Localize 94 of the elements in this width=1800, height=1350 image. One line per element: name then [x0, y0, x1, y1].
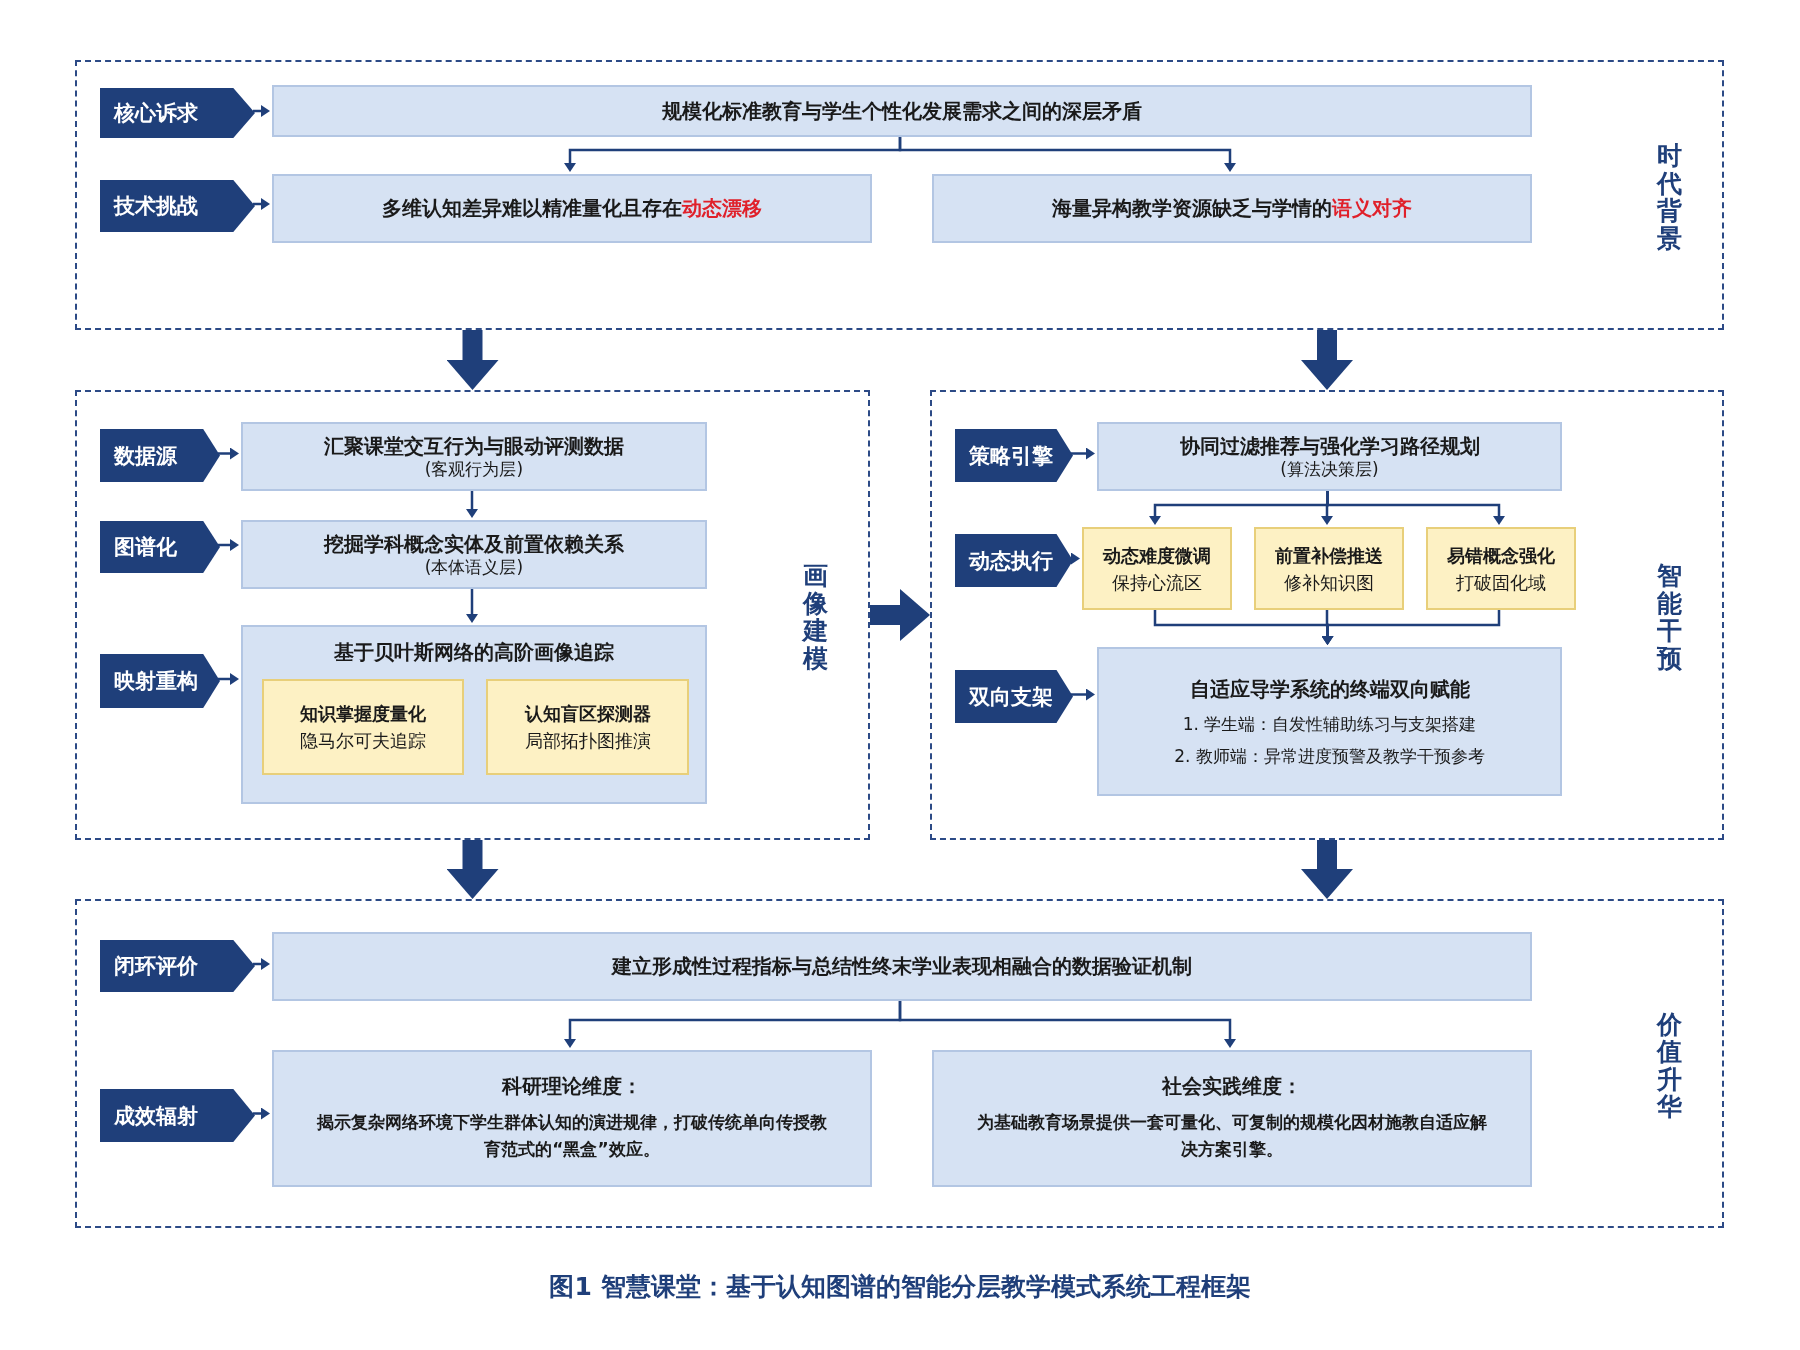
arrow [466, 587, 478, 623]
pentagon-tag [100, 940, 255, 992]
tag-text: 映射重构 [114, 668, 198, 695]
box-title: 社会实践维度： [1162, 1073, 1302, 1099]
arrow [218, 539, 239, 551]
box-title: 科研理论维度： [502, 1073, 642, 1099]
process-box [241, 422, 707, 491]
tag-text: 闭环评价 [114, 953, 198, 980]
highlight-box [486, 679, 689, 775]
dashed-panel [75, 899, 1724, 1228]
process-box [272, 174, 872, 243]
box-title: 动态难度微调 [1103, 543, 1211, 568]
box-subtext: 打破固化域 [1456, 570, 1546, 595]
list-item: 2. 教师端：异常进度预警及教学干预参考 [1174, 746, 1485, 767]
highlight-box [262, 679, 464, 775]
box-subtext: (本体语义层) [424, 556, 524, 578]
box-title: 汇聚课堂交互行为与眼动评测数据 [324, 433, 624, 459]
tag-text: 数据源 [114, 442, 177, 470]
box-title: 挖掘学科概念实体及前置依赖关系 [324, 531, 624, 557]
dashed-panel [75, 390, 870, 840]
box-subtext: (客观行为层) [424, 458, 524, 480]
arrow [1321, 608, 1501, 645]
pentagon-tag [955, 534, 1073, 587]
tag-text: 双向支架 [969, 683, 1053, 711]
pentagon-tag [955, 429, 1073, 482]
arrow [1071, 688, 1095, 701]
box-title: 建立形成性过程指标与总结性终末学业表现相融合的数据验证机制 [612, 954, 1192, 979]
tag-text: 成效辐射 [114, 1102, 198, 1130]
box-title: 规模化标准教育与学生个性化发展需求之间的深层矛盾 [662, 98, 1142, 124]
arrow [253, 198, 270, 210]
arrow [1071, 447, 1095, 460]
tag-text: 技术挑战 [114, 193, 198, 220]
box-title: 海量异构教学资源缺乏与学情的语义对齐 [1052, 196, 1412, 221]
box-title: 易错概念强化 [1447, 543, 1555, 568]
box-title: 知识掌握度量化 [300, 702, 426, 726]
list-item: 1. 学生端：自发性辅助练习与支架搭建 [1182, 713, 1477, 734]
pentagon-tag [100, 180, 255, 232]
block-arrow [446, 330, 499, 390]
block-arrow [1301, 330, 1353, 390]
block-arrow [870, 589, 930, 641]
highlight-box [1254, 527, 1404, 610]
arrow [898, 135, 1236, 172]
box-subtext: 局部拓扑图推演 [524, 729, 651, 753]
arrow [253, 105, 270, 117]
section-title: 智能干预 [1657, 562, 1682, 672]
box-title: 认知盲区探测器 [524, 702, 651, 726]
process-box [272, 1050, 872, 1187]
arrow [218, 447, 239, 460]
arrow [253, 1107, 270, 1120]
tag-text: 图谱化 [114, 534, 177, 561]
block-arrow [1301, 840, 1353, 899]
pentagon-tag [100, 88, 255, 138]
group-heading: 基于贝叶斯网络的高阶画像追踪 [333, 639, 615, 666]
pentagon-tag [955, 670, 1073, 723]
box-subtext: 修补知识图 [1284, 570, 1374, 595]
section-title: 价值升华 [1657, 1010, 1682, 1121]
box-description: 揭示复杂网络环境下学生群体认知的演进规律，打破传统单向传授教育范式的“黑盒”效应。 [315, 1110, 828, 1161]
process-box [272, 85, 1532, 137]
process-box [1097, 422, 1562, 491]
box-title: 自适应导学系统的终端双向赋能 [1189, 676, 1470, 702]
process-box [1097, 647, 1562, 796]
arrow [466, 489, 478, 518]
pentagon-tag [100, 1089, 255, 1142]
section-title: 画像建模 [803, 562, 828, 672]
tag-text: 核心诉求 [114, 100, 198, 127]
box-title: 前置补偿推送 [1275, 543, 1383, 568]
process-box [932, 1050, 1532, 1187]
process-box [272, 932, 1532, 1001]
arrow [218, 673, 239, 685]
box-title: 多维认知差异难以精准量化且存在动态漂移 [382, 196, 762, 221]
arrow [1069, 553, 1080, 565]
arrow [1326, 489, 1505, 525]
group-box [241, 625, 707, 804]
figure-caption: 图1 智慧课堂：基于认知图谱的智能分层教学模式系统工程框架 [549, 1272, 1251, 1301]
arrow [898, 999, 1236, 1048]
highlight-box [1082, 527, 1232, 610]
pentagon-tag [100, 521, 220, 573]
pentagon-tag [100, 654, 220, 708]
box-title: 协同过滤推荐与强化学习路径规划 [1179, 433, 1480, 459]
arrow [253, 958, 270, 970]
dashed-panel [930, 390, 1724, 840]
pentagon-tag [100, 429, 220, 482]
tag-text: 策略引擎 [969, 442, 1053, 470]
highlight-box [1426, 527, 1576, 610]
box-subtext: (算法决策层) [1280, 458, 1379, 480]
tag-text: 动态执行 [969, 547, 1053, 575]
dashed-panel [75, 60, 1724, 330]
process-box [932, 174, 1532, 243]
box-subtext: 隐马尔可夫追踪 [300, 729, 426, 753]
process-box [241, 520, 707, 589]
box-subtext: 保持心流区 [1112, 570, 1202, 595]
block-arrow [446, 840, 499, 899]
box-description: 为基础教育场景提供一套可量化、可复制的规模化因材施教自适应解决方案引擎。 [976, 1110, 1488, 1161]
section-title: 时代背景 [1657, 142, 1682, 252]
